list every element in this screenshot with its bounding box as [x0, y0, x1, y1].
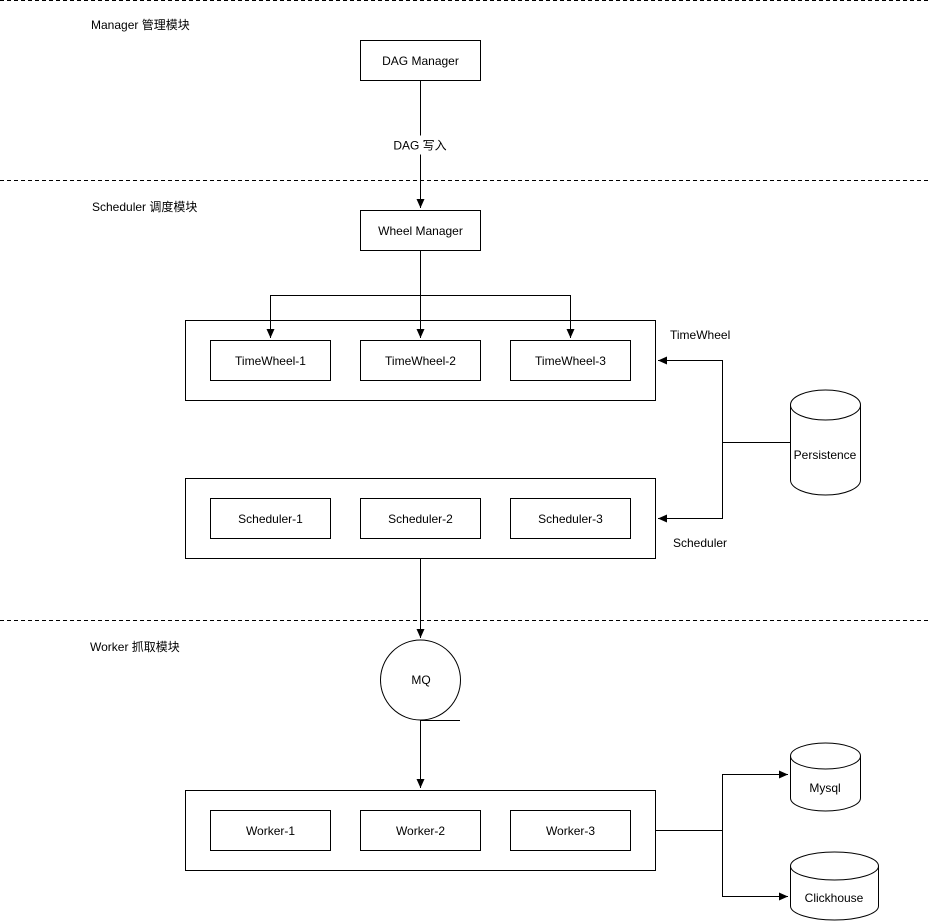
edge-wheel-to-tw1: [266, 295, 421, 338]
timewheel-group-label: TimeWheel: [670, 328, 731, 342]
persistence-cylinder-shape: [790, 389, 861, 496]
section-label-worker: Worker 抓取模块: [90, 640, 180, 654]
worker-2-node[interactable]: Worker-2: [360, 810, 481, 851]
scheduler-3-label: Scheduler-3: [538, 511, 603, 526]
mq-queue-shape: [380, 639, 461, 721]
scheduler-1-node[interactable]: Scheduler-1: [210, 498, 331, 539]
timewheel-2-label: TimeWheel-2: [385, 353, 456, 368]
worker-1-node[interactable]: Worker-1: [210, 810, 331, 851]
dag-manager-label: DAG Manager: [382, 53, 459, 68]
wheel-manager-node[interactable]: Wheel Manager: [360, 210, 481, 251]
worker-3-label: Worker-3: [545, 823, 596, 838]
persistence-label: Persistence: [793, 448, 857, 462]
section-label-manager: Manager 管理模块: [91, 18, 190, 32]
mq-label: MQ: [411, 673, 431, 687]
worker-group[interactable]: [185, 790, 656, 871]
wheel-manager-label: Wheel Manager: [378, 223, 463, 238]
mysql-label: Mysql: [809, 781, 841, 795]
edge-persistence-to-timewheel: [658, 356, 790, 443]
timewheel-group[interactable]: [185, 320, 656, 401]
edge-worker-to-mysql: [655, 770, 788, 831]
scheduler-group-label: Scheduler: [673, 536, 728, 550]
section-label-scheduler: Scheduler 调度模块: [92, 200, 198, 214]
timewheel-1-label: TimeWheel-1: [235, 353, 306, 368]
scheduler-group[interactable]: [185, 478, 656, 559]
scheduler-2-node[interactable]: Scheduler-2: [360, 498, 481, 539]
scheduler-1-label: Scheduler-1: [238, 511, 303, 526]
dag-manager-node[interactable]: DAG Manager: [360, 40, 481, 81]
timewheel-2-node[interactable]: TimeWheel-2: [360, 340, 481, 381]
clickhouse-label: Clickhouse: [804, 891, 864, 905]
dag-write-edge-label: DAG 写入: [391, 135, 449, 155]
edge-wheel-to-tw3: [420, 295, 575, 338]
edge-worker-to-clickhouse: [722, 830, 788, 901]
timewheel-3-label: TimeWheel-3: [535, 353, 606, 368]
scheduler-3-node[interactable]: Scheduler-3: [510, 498, 631, 539]
mysql-cylinder-shape: [790, 742, 861, 812]
timewheel-3-node[interactable]: TimeWheel-3: [510, 340, 631, 381]
worker-1-label: Worker-1: [245, 823, 296, 838]
worker-2-label: Worker-2: [395, 823, 446, 838]
timewheel-1-node[interactable]: TimeWheel-1: [210, 340, 331, 381]
worker-3-node[interactable]: Worker-3: [510, 810, 631, 851]
scheduler-2-label: Scheduler-2: [388, 511, 453, 526]
edge-persistence-to-scheduler: [658, 442, 723, 523]
clickhouse-cylinder-shape: [790, 851, 879, 921]
